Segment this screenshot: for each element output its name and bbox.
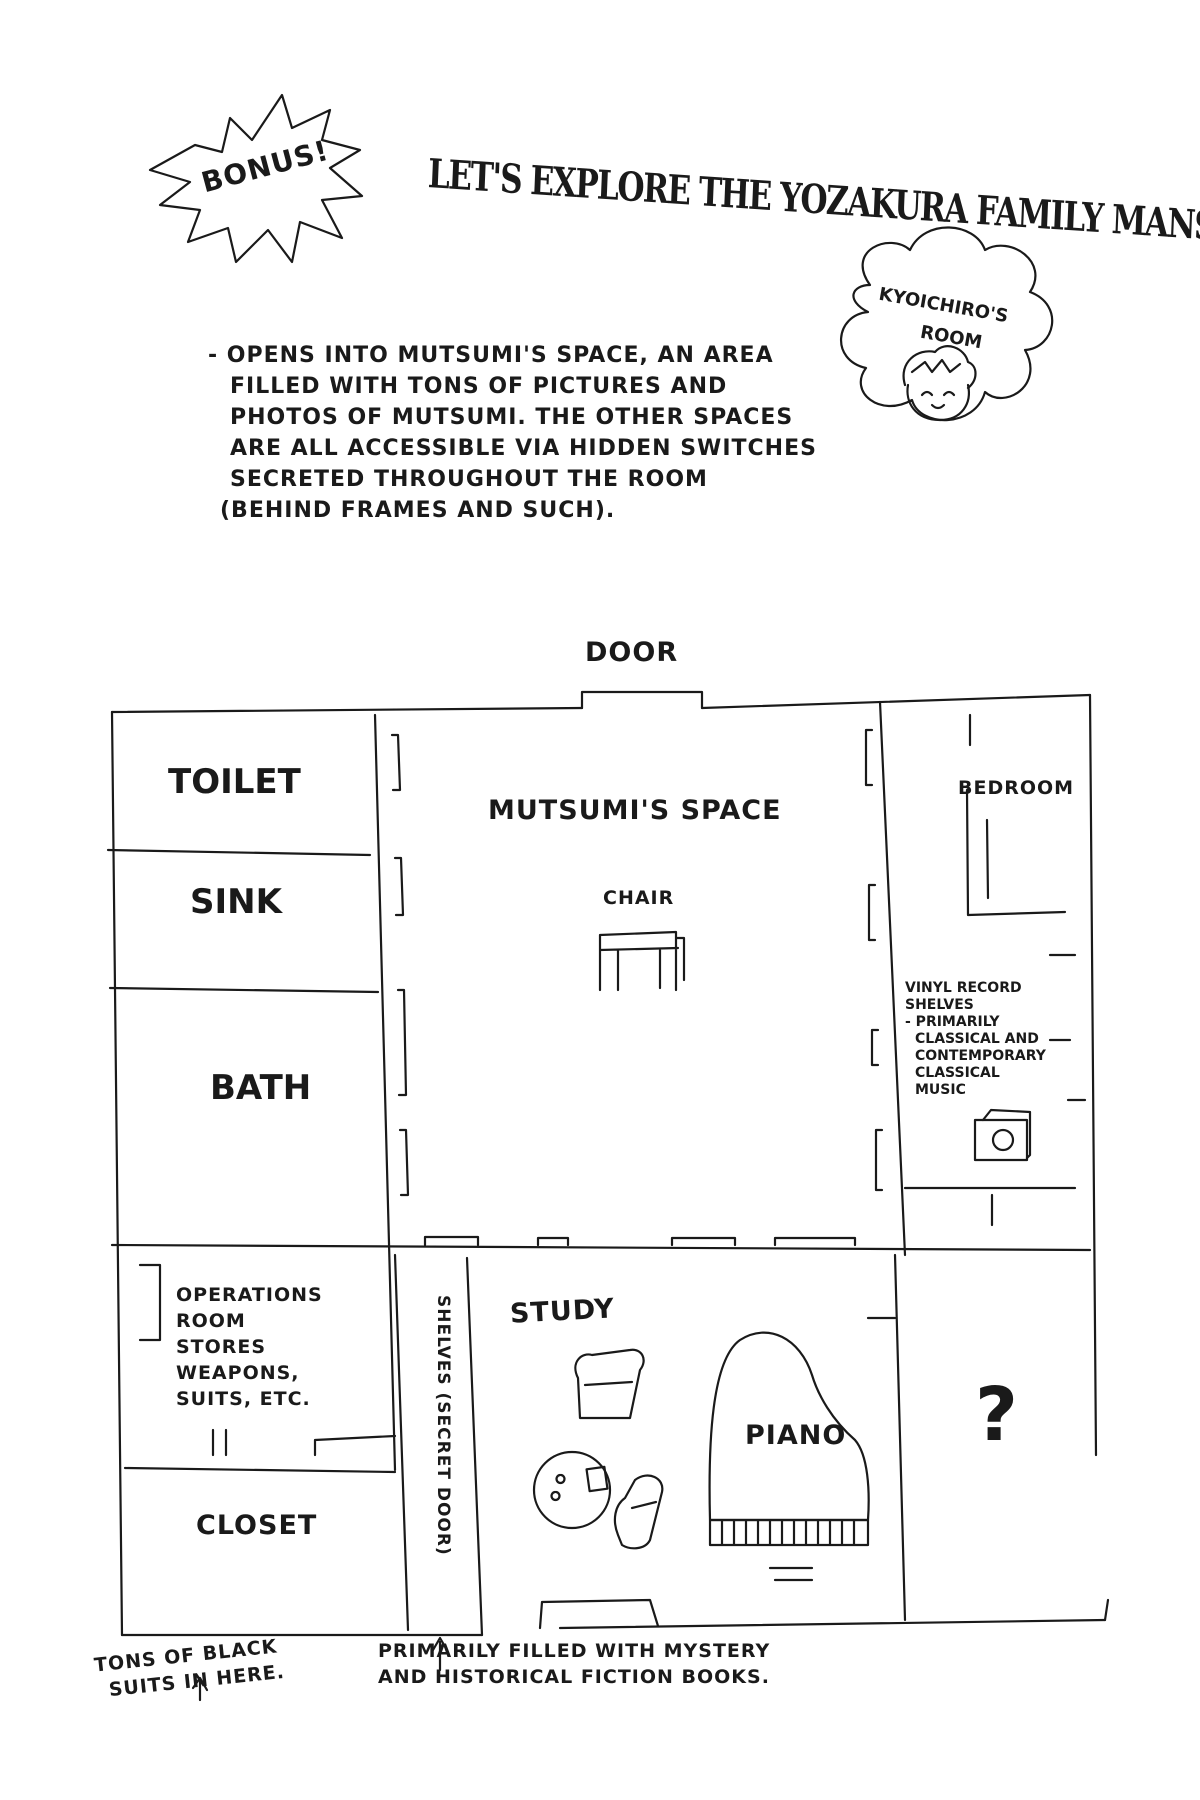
wall-right-inner — [878, 700, 907, 1257]
vinyl-line: CLASSICAL — [915, 1065, 1000, 1081]
wall-left-inner — [373, 713, 397, 1472]
vinyl-line: CLASSICAL AND — [915, 1031, 1039, 1047]
shelves-note-line: AND HISTORICAL FICTION BOOKS. — [378, 1666, 770, 1688]
wall-right — [1088, 693, 1098, 1457]
wall-shelves-left — [393, 1253, 410, 1632]
operations-line: STORES — [176, 1336, 267, 1358]
description-line: FILLED WITH TONS OF PICTURES AND — [230, 374, 728, 399]
wall-shelves-right — [465, 1256, 484, 1637]
wall-bottom — [120, 1618, 1107, 1637]
description-line: ARE ALL ACCESSIBLE VIA HIDDEN SWITCHES — [230, 436, 817, 461]
mutsumis-space-label: MUTSUMI'S SPACE — [488, 795, 782, 826]
face-outline — [906, 383, 970, 422]
room-cloud — [840, 226, 1054, 422]
unknown-room-label: ? — [975, 1372, 1018, 1458]
round-table — [532, 1450, 612, 1530]
vinyl-line: - PRIMARILY — [905, 1014, 1000, 1030]
piano-label: PIANO — [745, 1420, 847, 1451]
face-eyes — [920, 390, 956, 397]
bonus-burst — [148, 93, 364, 264]
vinyl-line: SHELVES — [905, 997, 974, 1013]
vinyl-line: MUSIC — [915, 1082, 966, 1098]
wall-left — [110, 710, 124, 1637]
armchair-bottom — [613, 1474, 664, 1550]
toilet-label: TOILET — [168, 762, 301, 802]
study-label: STUDY — [509, 1293, 616, 1330]
description-line: PHOTOS OF MUTSUMI. THE OTHER SPACES — [230, 405, 794, 430]
description-line: - OPENS INTO MUTSUMI'S SPACE, AN AREA — [208, 343, 774, 368]
operations-label: OPERATIONS ROOM STORES WEAPONS, SUITS, E… — [176, 1282, 376, 1412]
face-mouth — [930, 403, 946, 410]
operations-line: SUITS, ETC. — [176, 1388, 311, 1410]
partition-closet — [123, 1466, 397, 1474]
operations-line: OPERATIONS — [176, 1284, 323, 1306]
bath-label: BATH — [210, 1068, 312, 1108]
operations-line: ROOM — [176, 1310, 246, 1332]
shelves-label: SHELVES (SECRET DOOR) — [433, 1295, 453, 1556]
description-line: SECRETED THROUGHOUT THE ROOM — [230, 467, 708, 492]
shelves-note-line: PRIMARILY FILLED WITH MYSTERY — [378, 1640, 771, 1662]
chair-icon — [598, 930, 686, 992]
partition-mid — [110, 1243, 1092, 1252]
description-line: (BEHIND FRAMES AND SUCH). — [220, 498, 616, 523]
wall-top — [110, 693, 1092, 714]
piano-body — [708, 1331, 870, 1522]
chair-label: CHAIR — [603, 887, 675, 909]
wall-study-right — [893, 1253, 907, 1622]
sink-label: SINK — [190, 882, 282, 922]
piano-keys — [708, 1518, 870, 1547]
description: - OPENS INTO MUTSUMI'S SPACE, AN AREA FI… — [208, 340, 828, 526]
face-hair — [902, 345, 977, 390]
partition-sink-bath — [108, 986, 380, 994]
door-label: DOOR — [585, 637, 679, 668]
closet-label: CLOSET — [196, 1510, 318, 1541]
vinyl-line: VINYL RECORD — [905, 980, 1022, 996]
bottom-right-stub — [1103, 1598, 1110, 1622]
operations-line: WEAPONS, — [176, 1362, 300, 1384]
vinyl-label: VINYL RECORD SHELVES - PRIMARILY CLASSIC… — [905, 980, 1085, 1099]
shelves-note: PRIMARILY FILLED WITH MYSTERY AND HISTOR… — [378, 1638, 838, 1690]
partition-toilet-sink — [106, 848, 372, 857]
vinyl-line: CONTEMPORARY — [915, 1048, 1046, 1064]
armchair-top — [574, 1348, 645, 1420]
door-frame — [580, 690, 704, 710]
bedroom-label: BEDROOM — [958, 777, 1075, 799]
